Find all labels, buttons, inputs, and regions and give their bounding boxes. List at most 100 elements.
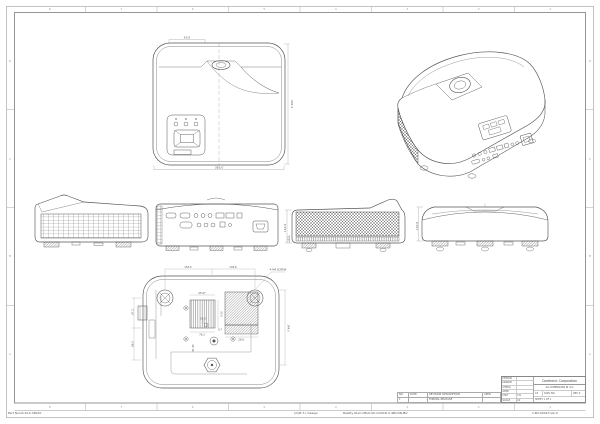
svg-text:383.0: 383.0 [215, 165, 224, 169]
bottom-vent-1 [189, 299, 216, 329]
zone-bottom-3: 6 [191, 405, 194, 409]
svg-text:110.0: 110.0 [283, 224, 287, 233]
led-indicator-icons [173, 118, 199, 127]
zone-bottom-1: 8 [48, 405, 51, 409]
dimension-note: ALL DIMENSIONS IN mm [534, 385, 585, 391]
svg-text:110.0: 110.0 [415, 222, 419, 231]
title-block: NO DATE REVISION DESCRIPTION APPD 1 FORM… [397, 376, 586, 403]
svg-text:41.45: 41.45 [191, 344, 195, 352]
svg-text:14.5: 14.5 [200, 316, 206, 320]
bottom-screw-holes [183, 305, 236, 346]
approval-label: CHECK [502, 385, 517, 389]
rear-outline [155, 203, 279, 247]
rev-row-appd [482, 397, 501, 403]
rear-top-bump [206, 197, 226, 201]
svg-text:30.5: 30.5 [220, 311, 224, 317]
svg-text:9.7: 9.7 [218, 327, 222, 331]
zone-left-3: B [9, 254, 11, 259]
approval-label: UNIT [502, 394, 517, 398]
approval-value [517, 377, 534, 380]
dwg-number: DWG NO. [543, 391, 573, 397]
revision-table: NO DATE REVISION DESCRIPTION APPD 1 FORM… [397, 392, 501, 403]
title-block-footer-row: A3 DWG NO. REV 0 SHEET 1 OF 1 [534, 391, 585, 402]
zone-right-1: D [588, 58, 592, 63]
svg-text:29.8: 29.8 [238, 338, 244, 342]
zone-bottom-7: 2 [477, 405, 480, 409]
zone-top-3: 6 [191, 7, 194, 11]
bottom-outline [142, 275, 280, 389]
svg-text:150.5: 150.5 [184, 265, 192, 269]
bottom-vent-2b [224, 324, 259, 335]
bottom-inner [146, 279, 276, 385]
rev-row-desc: FORMAL RELEASE [427, 397, 483, 403]
top-view-dimensions: 43.0 303.4 383.0 [153, 35, 294, 170]
dpad-buttons-icon [173, 129, 201, 148]
zone-left-2: C [9, 156, 11, 161]
sheet-size: A3 [534, 391, 544, 397]
svg-text:13.5: 13.5 [286, 236, 290, 242]
rev-row-no: 1 [397, 397, 409, 403]
iso-io-ports [472, 141, 519, 158]
sideL-vent-grille [40, 213, 142, 239]
bottom-foot-hex [203, 357, 221, 373]
footer-reality-number: Reality Num:CBL0-00-m00CD-0-9BnO6UBV [343, 410, 408, 415]
rear-side-vent [156, 205, 163, 245]
isometric-view [397, 51, 546, 179]
svg-text:45.07: 45.07 [198, 291, 206, 295]
iso-hood-edge [401, 83, 437, 99]
lens-sweep-line-2 [206, 60, 280, 94]
side-view-right: 110.0 13.5 [283, 198, 406, 253]
zone-top-2: 7 [120, 7, 123, 11]
svg-text:76.2: 76.2 [199, 333, 205, 337]
iso-io-ports-row2 [471, 153, 499, 165]
callout-leader [254, 271, 285, 291]
svg-text:43.0: 43.0 [184, 35, 191, 39]
svg-text:144.0: 144.0 [287, 324, 291, 332]
power-button-icon [173, 149, 192, 155]
svg-text:97.2: 97.2 [131, 309, 135, 315]
zone-top-1: 8 [48, 7, 51, 11]
company-name: Coretronic Corporation [534, 377, 585, 385]
zone-top-4: 5 [263, 7, 266, 11]
footer-design-note: (m)B.T.I. Design [294, 410, 318, 415]
footer-corner-note: 1-B0-00023 Ver.0 [532, 410, 558, 415]
lens-sweep-line [240, 66, 280, 94]
bottom-view: 150.5 139.6 144.0 97.2 86.0 45.07 30.5 7… [131, 265, 291, 389]
zone-bottom-8: 1 [549, 405, 552, 409]
iso-lens-recess [435, 72, 483, 101]
iso-vent-face [397, 107, 419, 165]
approval-value [517, 386, 534, 389]
zone-right-2: C [589, 156, 591, 161]
approval-label: DRAWN [502, 381, 517, 385]
zone-bottom-5: 4 [334, 405, 337, 409]
zone-ticks [6, 6, 594, 411]
approval-value [517, 381, 534, 384]
bottom-vent-2 [224, 291, 259, 326]
drawing-frame [6, 6, 594, 418]
svg-text:4-M4 SCREW: 4-M4 SCREW [270, 268, 287, 272]
sideR-outline [291, 198, 406, 244]
svg-text:86.0: 86.0 [131, 341, 135, 347]
sheet-count: SHEET 1 OF 1 [535, 397, 552, 401]
sideL-feet [43, 241, 132, 248]
zone-top-6: 3 [406, 7, 409, 11]
bottom-dimensions: 150.5 139.6 144.0 97.2 86.0 45.07 30.5 7… [131, 265, 291, 366]
zone-bottom-2: 7 [120, 405, 123, 409]
bottom-security-bar [137, 305, 148, 321]
iso-lower-band [397, 100, 546, 177]
approval-value: 1/2 [516, 398, 521, 402]
svg-text:303.4: 303.4 [290, 100, 294, 109]
zone-top-8: 1 [549, 7, 552, 11]
sideR-feet [301, 242, 391, 253]
rear-feet [165, 245, 268, 251]
approval-value [517, 390, 534, 393]
zone-top-5: 4 [334, 7, 337, 11]
approval-label: DESIGN [502, 377, 517, 381]
sideR-vent-lower [295, 236, 400, 242]
rear-view [155, 197, 279, 251]
front-inner-band [431, 209, 539, 215]
